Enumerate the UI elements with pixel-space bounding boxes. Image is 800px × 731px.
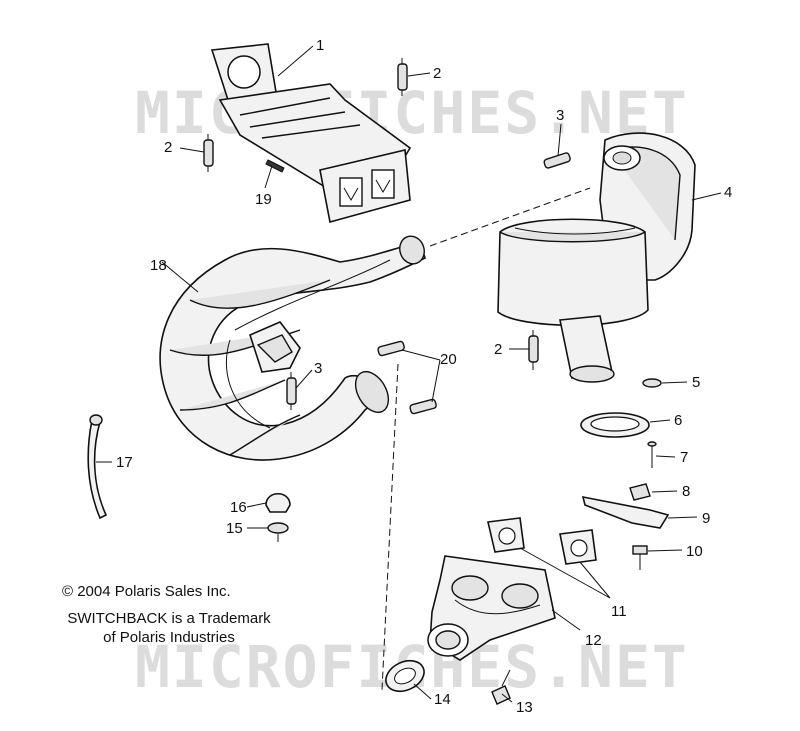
part-7-bolt bbox=[647, 441, 657, 468]
part-17-strap bbox=[87, 414, 108, 520]
callout-14: 14 bbox=[434, 691, 451, 708]
copyright-text: © 2004 Polaris Sales Inc. bbox=[62, 583, 231, 600]
callout-5: 5 bbox=[692, 374, 700, 391]
leader-lines bbox=[96, 45, 722, 703]
part-2-spring-top bbox=[397, 58, 408, 96]
callout-2-right: 2 bbox=[494, 341, 502, 358]
callout-6: 6 bbox=[674, 412, 682, 429]
callout-3-mid: 3 bbox=[314, 360, 322, 377]
part-3-spring-top bbox=[543, 152, 571, 169]
copyright-note: © 2004 Polaris Sales Inc. bbox=[62, 582, 231, 601]
callout-8: 8 bbox=[682, 483, 690, 500]
watermark-top: MICROFICHES.NET bbox=[135, 79, 689, 147]
callout-9: 9 bbox=[702, 510, 710, 527]
part-2-spring-left bbox=[203, 134, 214, 172]
part-4-silencer bbox=[497, 132, 696, 383]
part-5-washer bbox=[642, 378, 662, 388]
trademark-line-2: of Polaris Industries bbox=[103, 629, 235, 646]
part-15-washer bbox=[267, 522, 289, 542]
part-3-spring-mid bbox=[286, 372, 297, 410]
callout-4: 4 bbox=[724, 184, 732, 201]
callout-17: 17 bbox=[116, 454, 133, 471]
callout-15: 15 bbox=[226, 520, 243, 537]
part-19-stud bbox=[265, 159, 285, 173]
callout-19: 19 bbox=[255, 191, 272, 208]
part-13-bolt bbox=[491, 669, 511, 705]
callout-2-top: 2 bbox=[433, 65, 441, 82]
callout-10: 10 bbox=[686, 543, 703, 560]
part-10-bolt bbox=[632, 545, 648, 570]
callout-11: 11 bbox=[611, 603, 627, 620]
part-18-expansion-chamber bbox=[159, 235, 426, 461]
trademark-line-1: SWITCHBACK is a Trademark bbox=[67, 610, 271, 627]
callout-12: 12 bbox=[585, 632, 602, 649]
callout-3-top: 3 bbox=[556, 107, 564, 124]
part-8-nut bbox=[629, 483, 651, 501]
callout-2-left: 2 bbox=[164, 139, 172, 156]
callout-13: 13 bbox=[516, 699, 533, 716]
alignment-lines bbox=[381, 187, 591, 691]
callout-20: 20 bbox=[440, 351, 457, 368]
part-9-bracket bbox=[581, 495, 670, 529]
part-20-spring-top bbox=[377, 340, 405, 357]
callouts: 1 2 2 19 3 4 18 2 3 20 5 6 7 17 8 16 9 1… bbox=[116, 37, 732, 716]
callout-7: 7 bbox=[680, 449, 688, 466]
part-16-grommet bbox=[265, 492, 291, 513]
callout-16: 16 bbox=[230, 499, 247, 516]
part-1-bracket bbox=[210, 43, 412, 224]
callout-18: 18 bbox=[150, 257, 167, 274]
part-6-gasket bbox=[580, 412, 650, 438]
part-14-seal bbox=[385, 659, 425, 693]
callout-1: 1 bbox=[316, 37, 324, 54]
part-20-spring-bottom bbox=[409, 398, 437, 415]
part-2-spring-right bbox=[528, 330, 539, 370]
trademark-note: SWITCHBACK is a Trademark of Polaris Ind… bbox=[62, 609, 276, 647]
part-11-gaskets bbox=[487, 517, 597, 565]
part-12-manifold bbox=[427, 555, 556, 661]
